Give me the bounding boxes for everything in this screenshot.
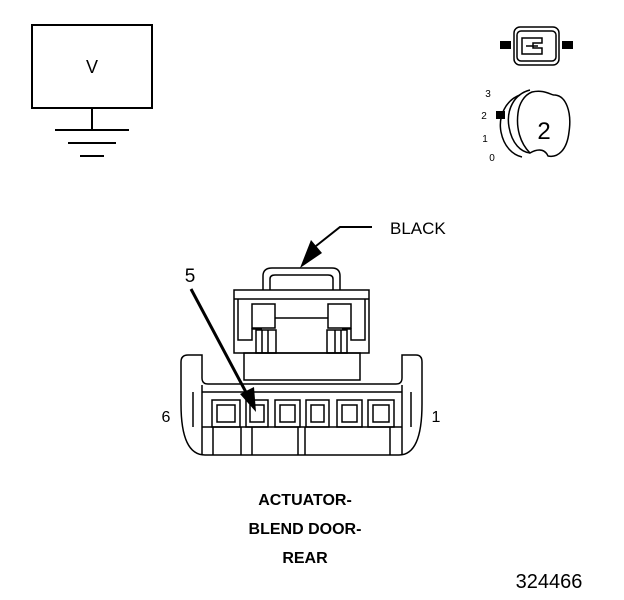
- connector-caption-line-1: ACTUATOR-: [258, 492, 352, 509]
- voltmeter-symbol: [31, 24, 153, 157]
- connector-caption-line-2: BLEND DOOR-: [249, 521, 362, 538]
- connector-pin-right-label: 1: [432, 409, 441, 426]
- connector-icon-terminal-right: [562, 41, 573, 49]
- connector-caption-line-3: REAR: [282, 550, 328, 567]
- probe-pin-leader: [189, 288, 250, 397]
- color-callout-leader: [315, 226, 372, 247]
- figure-id: 324466: [516, 571, 583, 593]
- ignition-position-3: 3: [485, 89, 491, 100]
- connector-body: [180, 267, 423, 456]
- color-callout-arrowhead: [300, 240, 322, 268]
- connector-color-label: BLACK: [390, 219, 446, 238]
- connector-disconnect-icon: [513, 26, 560, 66]
- ignition-position-2: 2: [481, 111, 487, 122]
- ignition-position-0: 0: [489, 153, 495, 164]
- ignition-position-1: 1: [482, 134, 488, 145]
- ignition-switch-icon: [499, 89, 571, 158]
- voltmeter-label: V: [86, 57, 98, 77]
- connector-icon-terminal-left: [500, 41, 511, 49]
- connector-pin-left-label: 6: [162, 409, 171, 426]
- ignition-position-marker: [496, 111, 505, 119]
- probe-pin-number: 5: [185, 266, 196, 287]
- ignition-setting-number: 2: [537, 118, 550, 145]
